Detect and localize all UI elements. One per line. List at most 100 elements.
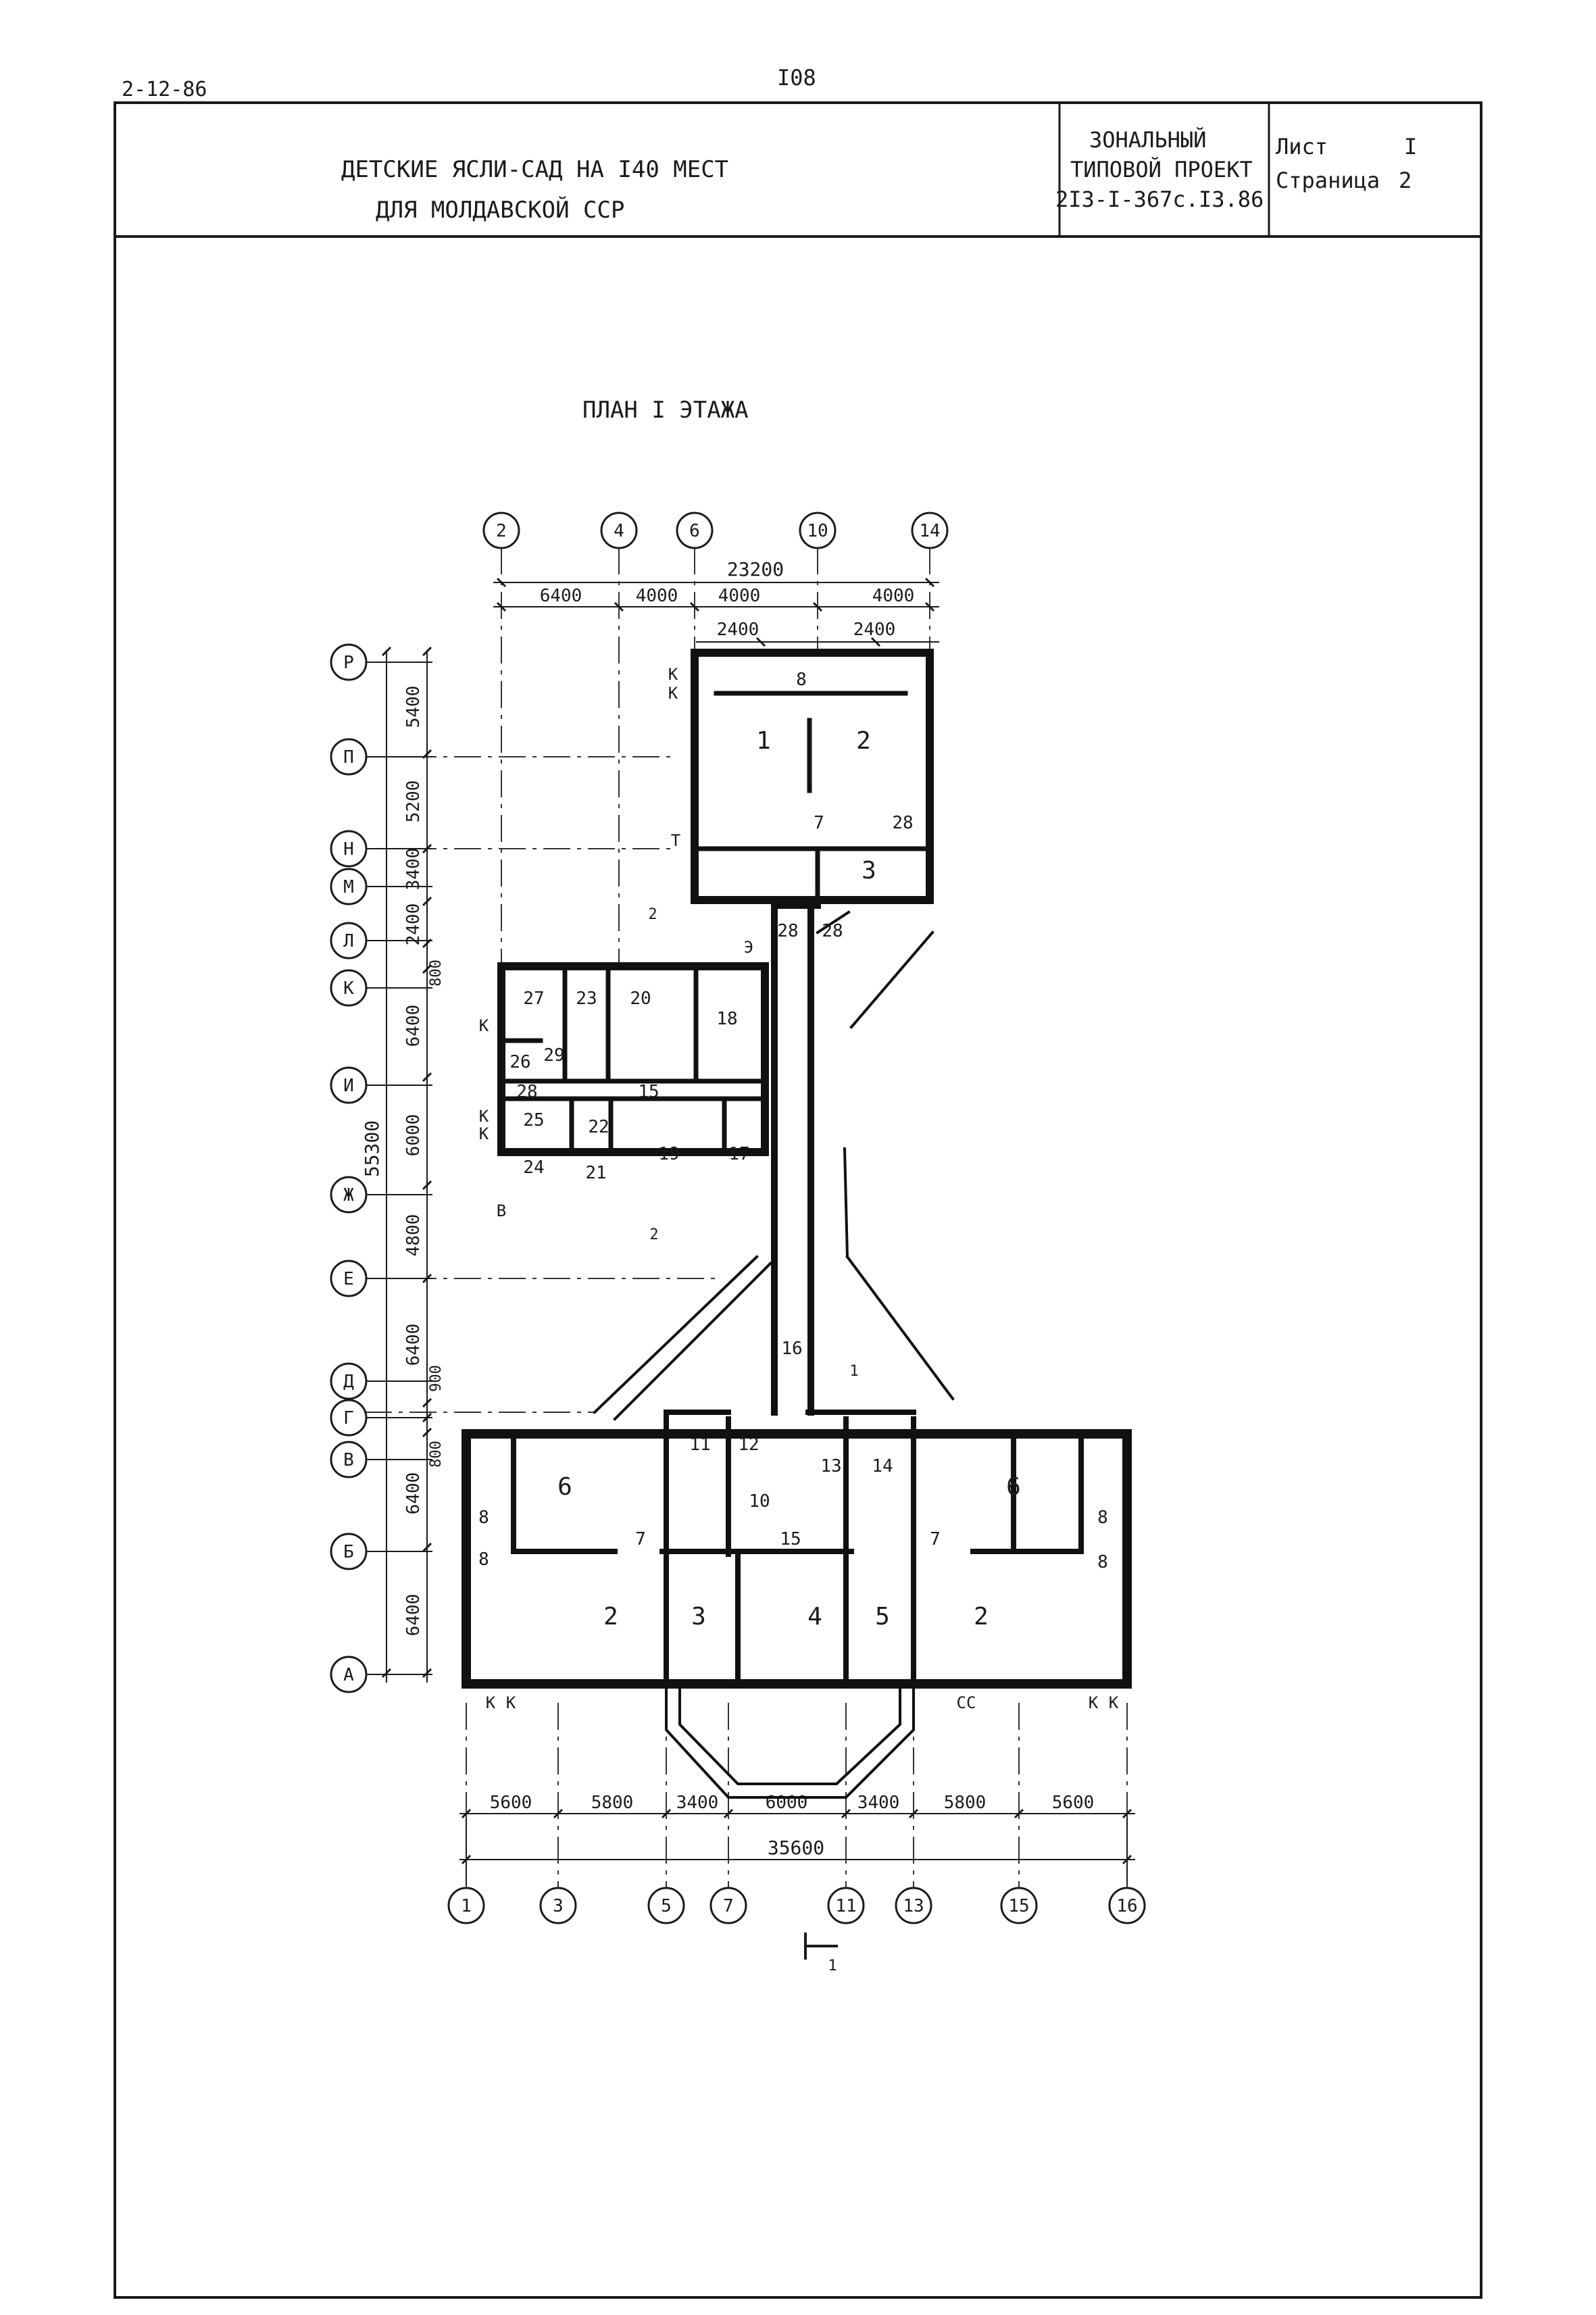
room-r17: 17 xyxy=(728,1144,749,1164)
axis-bottom-11: 11 xyxy=(827,1887,865,1924)
axis-bottom-5-label: 5 xyxy=(661,1896,672,1916)
room-r7: 7 xyxy=(814,813,824,833)
axis-left-6-label: И xyxy=(343,1076,354,1096)
axis-left-12-label: Б xyxy=(343,1542,354,1562)
room-r28: 28 xyxy=(822,921,843,941)
dim-bottom-row: 5800 xyxy=(944,1793,987,1813)
room-r5: 5 xyxy=(875,1603,890,1631)
axis-grid-lines xyxy=(365,547,1128,1906)
room-r15: 15 xyxy=(780,1529,801,1549)
dim-bottom-row: 6000 xyxy=(766,1793,808,1813)
room-r2: 2 xyxy=(974,1603,989,1631)
dim-left-row: 4800 xyxy=(403,1214,424,1257)
dim-left-row: 6400 xyxy=(403,1594,424,1637)
room-r23: 23 xyxy=(576,989,597,1009)
room-r29: 29 xyxy=(543,1045,564,1066)
room-r25: 25 xyxy=(523,1110,544,1130)
room-r13: 13 xyxy=(820,1456,841,1476)
room-r21: 21 xyxy=(585,1163,606,1183)
axis-bottom-16-label: 16 xyxy=(1116,1896,1137,1916)
axis-bottom-5: 5 xyxy=(647,1887,685,1924)
room-r26: 26 xyxy=(509,1052,530,1072)
axis-left-10-label: Г xyxy=(343,1408,354,1428)
axis-top-2-label: 2 xyxy=(496,521,507,541)
axis-bottom-11-label: 11 xyxy=(835,1896,856,1916)
mark-k: К xyxy=(486,1693,496,1712)
dim-left-row: 3400 xyxy=(403,848,424,891)
room-r28: 28 xyxy=(777,921,798,941)
mark-k: К xyxy=(479,1016,489,1035)
sheet-label: Лист xyxy=(1276,134,1328,159)
axis-left-13-label: А xyxy=(343,1665,354,1685)
section-1-bottom: 1 xyxy=(828,1958,837,1974)
mark-k: К xyxy=(1109,1693,1119,1712)
axis-top-6-label: 6 xyxy=(689,521,700,541)
dim-top-overall: 23200 xyxy=(727,558,784,580)
room-r6: 6 xyxy=(1006,1473,1021,1501)
room-r8: 8 xyxy=(478,1549,489,1570)
dim-left-row: 6000 xyxy=(403,1114,424,1157)
axis-left-10: Г xyxy=(330,1399,368,1437)
frame xyxy=(114,101,1482,2299)
room-r6: 6 xyxy=(557,1473,572,1501)
room-r8: 8 xyxy=(796,670,807,690)
section-1-upper: 1 xyxy=(849,1363,858,1380)
sheet-value: I xyxy=(1404,134,1417,159)
room-r28: 28 xyxy=(892,813,913,833)
mark-cc: СС xyxy=(957,1693,976,1712)
dim-bottom-row: 3400 xyxy=(676,1793,719,1813)
mark-k: К xyxy=(479,1124,489,1143)
axis-left-1: П xyxy=(330,738,368,776)
axis-left-3: М xyxy=(330,868,368,905)
room-r8: 8 xyxy=(1097,1552,1108,1572)
building-walls xyxy=(462,649,1132,1799)
axis-left-12: Б xyxy=(330,1533,368,1570)
plan-title: ПЛАН I ЭТАЖА xyxy=(582,397,749,424)
room-r7: 7 xyxy=(930,1529,941,1549)
axis-left-5-label: К xyxy=(343,978,354,999)
axis-top-10-label: 10 xyxy=(807,521,828,541)
room-r24: 24 xyxy=(523,1158,544,1178)
axis-left-0-label: Р xyxy=(343,653,354,673)
dim-left-small: 800 xyxy=(428,960,445,987)
axis-bottom-13: 13 xyxy=(895,1887,932,1924)
axis-bottom-3: 3 xyxy=(539,1887,577,1924)
room-r1: 1 xyxy=(756,727,771,755)
room-r2: 2 xyxy=(856,727,871,755)
dim-left-small: 800 xyxy=(428,1441,445,1468)
axis-bottom-1-label: 1 xyxy=(461,1896,472,1916)
axis-left-5: К xyxy=(330,969,368,1007)
axis-left-8-label: Е xyxy=(343,1269,354,1289)
axis-top-6: 6 xyxy=(676,512,714,549)
dim-left-row: 6400 xyxy=(403,1005,424,1047)
axis-left-9: Д xyxy=(330,1362,368,1400)
room-r3: 3 xyxy=(862,857,876,885)
dim-top-row1: 6400 xyxy=(540,586,582,606)
dim-left-row: 5200 xyxy=(403,780,424,823)
room-r10: 10 xyxy=(749,1491,770,1512)
room-r15: 15 xyxy=(638,1082,659,1102)
axis-left-2: Н xyxy=(330,830,368,868)
dim-bottom-row: 3400 xyxy=(857,1793,900,1813)
dim-left-row: 6400 xyxy=(403,1324,424,1366)
axis-left-8: Е xyxy=(330,1260,368,1297)
dim-top-row1: 4000 xyxy=(872,586,915,606)
dim-top-row2: 2400 xyxy=(853,620,896,640)
axis-top-14-label: 14 xyxy=(919,521,940,541)
room-r20: 20 xyxy=(630,989,651,1009)
axis-top-4-label: 4 xyxy=(614,521,624,541)
axis-bottom-15-label: 15 xyxy=(1008,1896,1029,1916)
page-number: I08 xyxy=(777,65,816,91)
axis-bottom-15: 15 xyxy=(1000,1887,1038,1924)
axis-left-4: Л xyxy=(330,922,368,960)
axis-left-2-label: Н xyxy=(343,839,354,860)
axis-bottom-1: 1 xyxy=(447,1887,485,1924)
axis-top-4: 4 xyxy=(600,512,638,549)
dim-left-small: 900 xyxy=(428,1365,445,1392)
room-r19: 19 xyxy=(658,1144,679,1164)
dim-top-row1: 4000 xyxy=(718,586,761,606)
title-line2: ДЛЯ МОЛДАВСКОЙ ССР xyxy=(376,196,624,224)
